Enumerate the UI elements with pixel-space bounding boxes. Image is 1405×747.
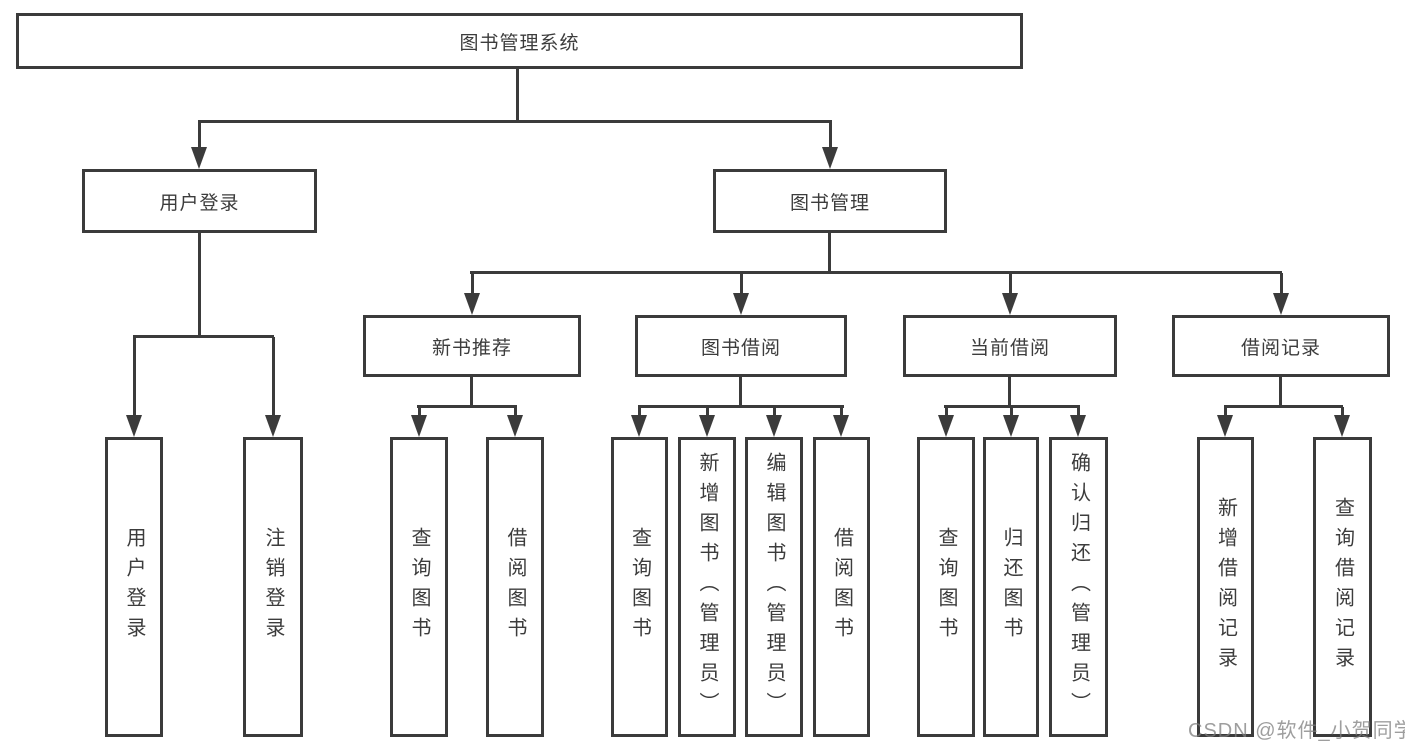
node-current-borrowing: 当前借阅 [903, 315, 1117, 377]
arrow-to-new-book-recommend [464, 273, 480, 315]
node-library-system: 图书管理系统 [16, 13, 1023, 69]
node-current-borrowing-label: 当前借阅 [969, 337, 1050, 359]
connector-root-stem [516, 69, 519, 121]
connector-records-stem [1279, 377, 1282, 407]
arrow-to-return-books [1003, 407, 1019, 437]
node-user-login-label: 用户登录 [159, 192, 240, 214]
leaf-return-books-label: 归还图书 [1000, 527, 1022, 647]
connector-borrowing-stem [739, 377, 742, 407]
connector-user-login-bar [133, 335, 274, 338]
arrow-to-confirm-return [1070, 407, 1086, 437]
arrow-to-borrow-records [1273, 273, 1289, 315]
leaf-recommend-query-books: 查询图书 [390, 437, 448, 737]
leaf-edit-books-admin: 编辑图书（管理员） [745, 437, 803, 737]
arrow-to-add-books [699, 407, 715, 437]
node-book-borrowing: 图书借阅 [635, 315, 847, 377]
connector-recommend-bar [417, 405, 517, 408]
node-borrow-records-label: 借阅记录 [1240, 337, 1321, 359]
leaf-borrowing-query-books: 查询图书 [611, 437, 668, 737]
arrow-to-borrowing-query [631, 407, 647, 437]
leaf-user-login-label: 用户登录 [123, 527, 145, 647]
connector-user-login-stem [198, 233, 201, 337]
csdn-watermark: CSDN @软件_小贺同学 [1188, 720, 1405, 742]
arrow-to-recommend-borrow [507, 407, 523, 437]
leaf-borrowing-query-books-label: 查询图书 [628, 527, 651, 647]
leaf-current-query-books-label: 查询图书 [935, 527, 957, 647]
arrow-to-current-query [938, 407, 954, 437]
leaf-add-borrow-record-label: 新增借阅记录 [1214, 497, 1237, 677]
leaf-borrowing-borrow-books-label: 借阅图书 [830, 527, 853, 647]
leaf-logout: 注销登录 [243, 437, 303, 737]
leaf-borrowing-borrow-books: 借阅图书 [813, 437, 870, 737]
leaf-edit-books-admin-label: 编辑图书（管理员） [763, 452, 785, 722]
connector-recommend-stem [470, 377, 473, 407]
connector-book-management-bar [470, 271, 1282, 274]
arrow-to-borrowing-borrow [833, 407, 849, 437]
arrow-to-recommend-query [411, 407, 427, 437]
connector-current-bar [944, 405, 1080, 408]
arrow-to-user-login [191, 122, 207, 169]
node-borrow-records: 借阅记录 [1172, 315, 1390, 377]
node-new-book-recommend-label: 新书推荐 [431, 337, 512, 359]
leaf-current-query-books: 查询图书 [917, 437, 975, 737]
arrow-to-query-record [1334, 407, 1350, 437]
leaf-add-borrow-record: 新增借阅记录 [1197, 437, 1254, 737]
arrow-to-leaf-user-login [126, 337, 142, 437]
leaf-user-login: 用户登录 [105, 437, 163, 737]
leaf-recommend-borrow-books: 借阅图书 [486, 437, 544, 737]
node-book-borrowing-label: 图书借阅 [700, 337, 781, 359]
connector-book-management-stem [828, 233, 831, 273]
connector-root-bar [198, 120, 832, 123]
node-user-login: 用户登录 [82, 169, 317, 233]
leaf-query-borrow-record-label: 查询借阅记录 [1331, 497, 1354, 677]
connector-records-bar [1224, 405, 1343, 408]
leaf-query-borrow-record: 查询借阅记录 [1313, 437, 1372, 737]
node-library-system-label: 图书管理系统 [459, 32, 580, 54]
node-book-management-label: 图书管理 [789, 192, 870, 214]
leaf-recommend-query-books-label: 查询图书 [408, 527, 430, 647]
leaf-recommend-borrow-books-label: 借阅图书 [504, 527, 526, 647]
leaf-logout-label: 注销登录 [262, 527, 284, 647]
arrow-to-leaf-logout [265, 337, 281, 437]
connector-borrowing-bar [638, 405, 844, 408]
leaf-confirm-return-admin: 确认归还（管理员） [1049, 437, 1108, 737]
leaf-add-books-admin-label: 新增图书（管理员） [696, 452, 718, 722]
arrow-to-book-management [822, 122, 838, 169]
leaf-confirm-return-admin-label: 确认归还（管理员） [1067, 452, 1090, 722]
connector-current-stem [1008, 377, 1011, 407]
arrow-to-edit-books [766, 407, 782, 437]
leaf-add-books-admin: 新增图书（管理员） [678, 437, 736, 737]
arrow-to-book-borrowing [733, 273, 749, 315]
arrow-to-current-borrowing [1002, 273, 1018, 315]
leaf-return-books: 归还图书 [983, 437, 1039, 737]
node-book-management: 图书管理 [713, 169, 947, 233]
node-new-book-recommend: 新书推荐 [363, 315, 581, 377]
arrow-to-add-record [1217, 407, 1233, 437]
